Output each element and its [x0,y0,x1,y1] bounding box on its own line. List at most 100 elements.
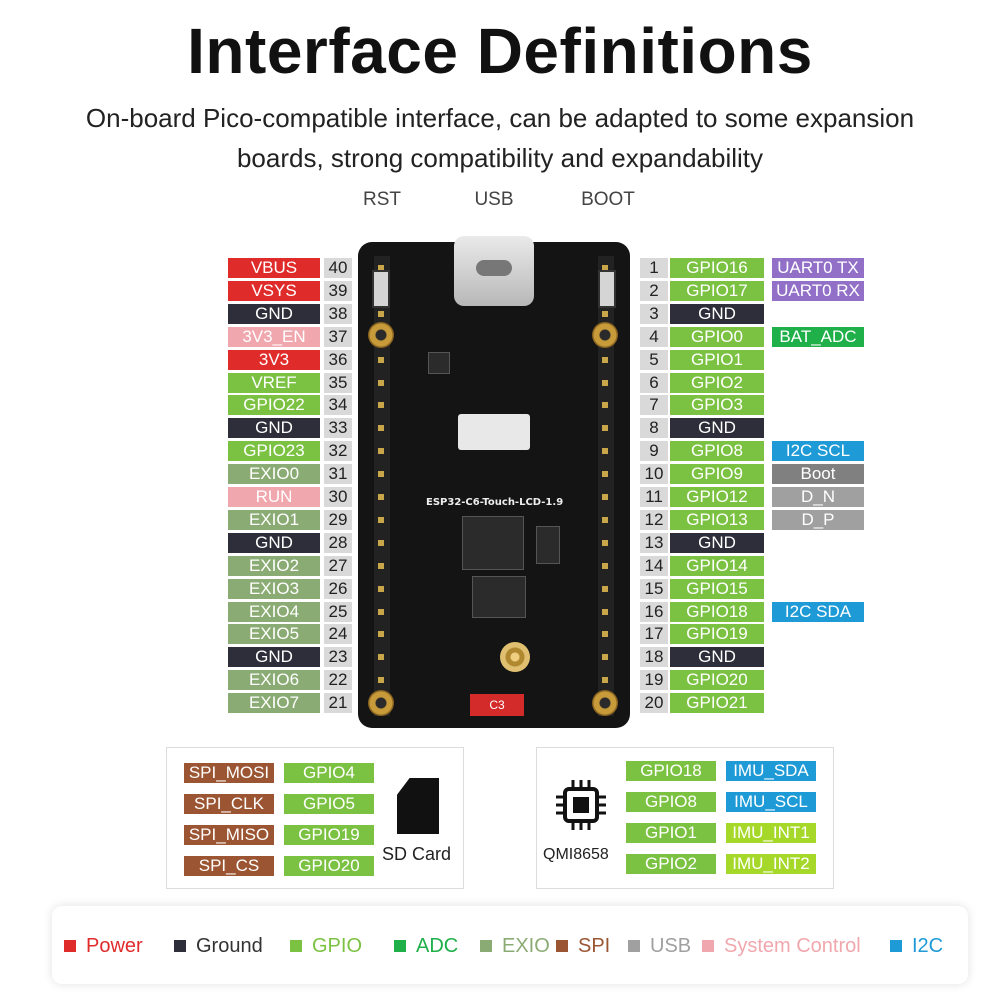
header-pin [378,356,384,363]
pin-label: GND [228,647,320,668]
legend-item-ground: Ground [174,935,263,957]
legend-swatch [174,940,186,952]
sd-gpio-label: GPIO20 [284,856,374,876]
imu-chip [472,576,526,618]
pin-label: GND [670,418,764,439]
header-pin [378,265,384,271]
legend-item-usb: USB [628,935,691,957]
header-pin [602,539,608,546]
pin-number: 34 [324,395,352,416]
pin-function-label: UART0 TX [772,258,864,278]
header-pin [602,654,608,661]
left-pin-header [374,256,390,716]
pin-number: 4 [640,326,668,347]
header-pin [602,356,608,363]
header-pin [378,425,384,432]
legend-item-power: Power [64,935,143,957]
pin-label: GPIO9 [670,464,764,485]
pin-label: GPIO20 [670,670,764,691]
header-pin [378,608,384,615]
pin-label: GND [670,647,764,668]
legend-label: SPI [578,934,611,957]
pin-label: 3V3 [228,349,320,370]
pin-number: 5 [640,349,668,370]
right-pin-header [598,256,614,716]
pin-number: 33 [324,418,352,439]
pin-number: 17 [640,624,668,645]
pin-function-label: UART0 RX [772,280,864,301]
legend-label: EXIO [502,934,550,957]
legend-label: GPIO [312,934,363,957]
header-pin [602,310,608,317]
legend-item-i2c: I2C [890,934,944,957]
pin-number: 23 [324,647,352,668]
imu-function-label: IMU_SCL [726,792,816,812]
legend-item-adc: ADC [394,935,458,957]
pin-label: GPIO1 [670,349,764,370]
legend-swatch [290,940,302,952]
antenna-connector [500,642,530,672]
pin-number: 15 [640,578,668,599]
legend-item-gpio: GPIO [290,934,363,957]
header-pin [602,677,608,684]
pin-number: 36 [324,349,352,370]
legend-label: I2C [912,934,944,957]
header-pin [602,585,608,592]
pin-label: VSYS [228,280,320,301]
header-pin [602,448,608,455]
sd-function-label: SPI_MOSI [184,763,274,783]
legend-item-spi: SPI [556,934,611,957]
esp32-c6-board [358,242,630,728]
rst-button[interactable] [372,270,390,308]
pin-number: 1 [640,258,668,278]
pin-label: 3V3_EN [228,326,320,347]
pin-number: 13 [640,532,668,553]
page-title: Interface Definitions [187,15,813,87]
pin-number: 26 [324,578,352,599]
pin-label: GND [670,532,764,553]
pin-label: GPIO13 [670,509,764,530]
pin-number: 31 [324,464,352,485]
header-pin [602,471,608,478]
imu-gpio-label: GPIO18 [626,761,716,781]
imu-gpio-label: GPIO1 [626,823,716,843]
pin-label: EXIO3 [228,578,320,599]
pin-number: 40 [324,258,352,278]
sd-function-label: SPI_CS [184,856,274,876]
imu-gpio-label: GPIO8 [626,792,716,812]
pin-function-label: D_P [772,509,864,530]
pin-number: 32 [324,441,352,462]
pin-number: 28 [324,532,352,553]
pin-number: 39 [324,280,352,301]
pin-number: 14 [640,555,668,576]
pin-number: 18 [640,647,668,668]
header-pin [602,631,608,638]
pin-label: GPIO15 [670,578,764,599]
pin-number: 38 [324,303,352,324]
sd-gpio-label: GPIO19 [284,825,374,845]
boot-button[interactable] [598,270,616,308]
header-pin [378,585,384,592]
legend-swatch [556,940,568,952]
pin-label: GPIO19 [670,624,764,645]
pin-label: GPIO23 [228,441,320,462]
pin-number: 27 [324,555,352,576]
sd-card-icon [397,778,439,834]
page-subtitle: On-board Pico-compatible interface, can … [40,98,960,178]
pin-number: 19 [640,670,668,691]
pin-label: EXIO0 [228,464,320,485]
header-pin [378,310,384,317]
rst-label: RST [363,189,401,210]
legend-swatch [702,940,714,952]
sd-gpio-label: GPIO4 [284,763,374,783]
imu-function-label: IMU_INT2 [726,854,816,874]
sd-card-label: SD Card [382,844,452,864]
pin-label: GPIO16 [670,258,764,278]
pin-label: RUN [228,487,320,507]
main-chip [462,516,524,570]
pin-label: GPIO14 [670,555,764,576]
pin-number: 30 [324,487,352,507]
header-pin [602,494,608,500]
legend-swatch [480,940,492,952]
usb-c-port[interactable] [454,236,534,306]
